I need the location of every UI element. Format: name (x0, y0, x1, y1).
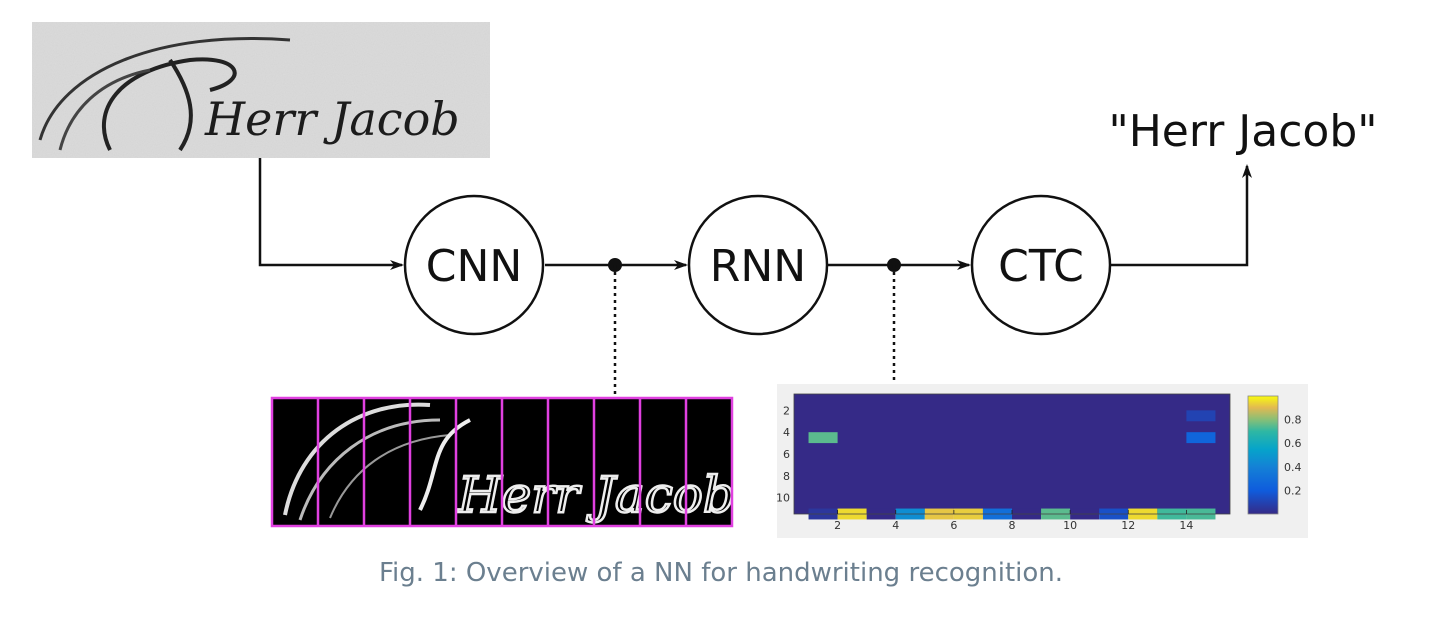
heatmap-colorbar (1247, 395, 1279, 515)
colorbar-tick-label: 0.2 (1284, 484, 1302, 497)
heatmap-cell (808, 432, 838, 444)
heatmap-x-tick-label: 6 (950, 519, 957, 532)
feature-map-handwriting-text: Herr Jacob (457, 466, 735, 524)
heatmap-cell (1186, 410, 1216, 422)
heatmap-x-tick-labels: 2 4 6 8 10 12 14 (834, 510, 1193, 532)
heatmap-x-tick-label: 2 (834, 519, 841, 532)
heatmap-background (794, 394, 1230, 514)
input-to-cnn-arrow (258, 158, 404, 270)
heatmap-y-tick-label: 4 (783, 426, 790, 439)
heatmap-y-tick-label: 2 (783, 404, 790, 417)
ctc-to-output-arrow (1111, 164, 1252, 267)
node-rnn-label: RNN (710, 241, 806, 292)
heatmap-y-tick-label: 6 (783, 448, 790, 461)
colorbar-tick-label: 0.4 (1284, 461, 1302, 474)
input-handwriting-text: Herr Jacob (204, 92, 460, 146)
node-cnn: CNN (403, 194, 545, 336)
colorbar-tick-labels: 0.2 0.4 0.6 0.8 (1284, 414, 1302, 498)
heatmap-cell (1186, 432, 1216, 444)
node-cnn-label: CNN (426, 241, 523, 292)
heatmap-x-tick-label: 12 (1121, 519, 1135, 532)
input-handwriting-image: Herr Jacob (32, 22, 490, 158)
heatmap-y-tick-label: 10 (776, 492, 790, 505)
colorbar-tick-label: 0.8 (1284, 414, 1302, 427)
rnn-output-heatmap: 2 4 6 8 10 12 14 2 4 6 8 10 0.2 0.4 0.6 0.8 (776, 384, 1308, 538)
colorbar-tick-label: 0.6 (1284, 437, 1302, 450)
heatmap-x-tick-label: 14 (1179, 519, 1193, 532)
heatmap-x-tick-label: 4 (892, 519, 899, 532)
heatmap-plot-area (793, 393, 1231, 520)
feature-map-grid (270, 396, 734, 528)
recognized-output-text: "Herr Jacob" (1108, 106, 1377, 157)
heatmap-y-tick-labels: 2 4 6 8 10 (776, 404, 790, 504)
heatmap-x-tick-label: 8 (1009, 519, 1016, 532)
node-rnn: RNN (687, 194, 829, 336)
heatmap-y-tick-label: 8 (783, 470, 790, 483)
heatmap-x-tick-label: 10 (1063, 519, 1077, 532)
figure-caption: Fig. 1: Overview of a NN for handwriting… (378, 558, 1064, 588)
cnn-feature-map: Herr Jacob (270, 396, 736, 528)
node-ctc-label: CTC (998, 241, 1084, 292)
node-ctc: CTC (970, 194, 1112, 336)
